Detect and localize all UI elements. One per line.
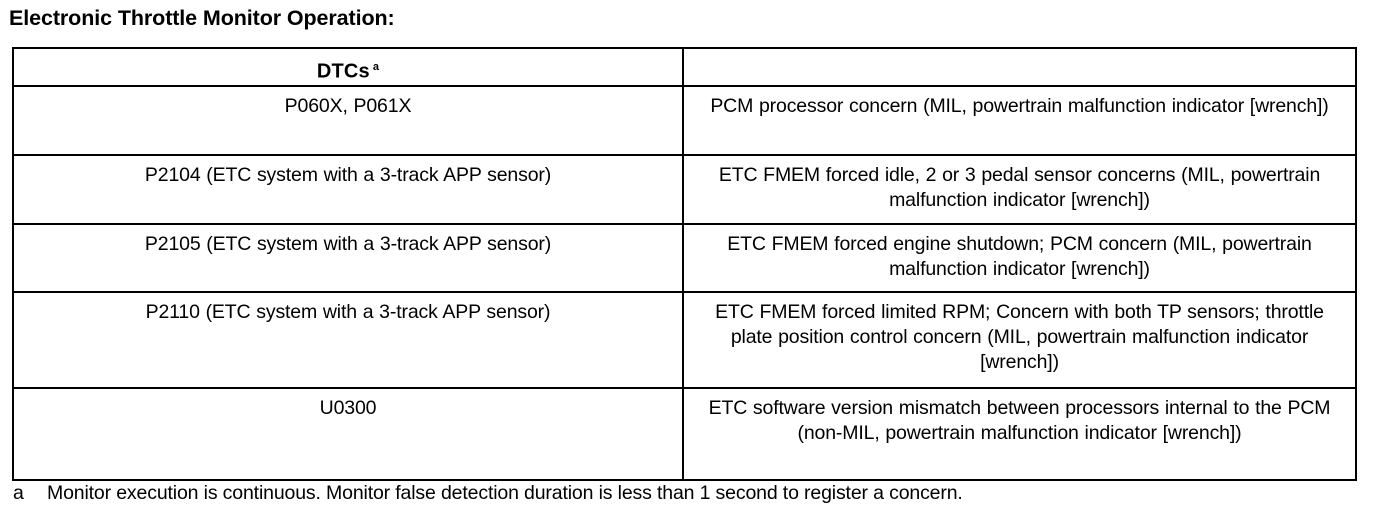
footnote-marker-superscript: a <box>372 61 380 73</box>
table-row: P2105 (ETC system with a 3-track APP sen… <box>12 222 1357 293</box>
dtc-code-text: P2110 (ETC system with a 3-track APP sen… <box>145 300 551 323</box>
dtc-description-text: ETC FMEM forced engine shutdown; PCM con… <box>727 232 1312 280</box>
dtc-description-text: ETC software version mismatch between pr… <box>708 396 1331 444</box>
dtc-code-text: P060X, P061X <box>284 94 412 117</box>
page-title: Electronic Throttle Monitor Operation: <box>9 6 395 30</box>
dtc-code-text: P2104 (ETC system with a 3-track APP sen… <box>144 163 552 186</box>
table-row: P2110 (ETC system with a 3-track APP sen… <box>12 290 1357 389</box>
table-row: P060X, P061X PCM processor concern (MIL,… <box>12 84 1357 156</box>
table-row: P2104 (ETC system with a 3-track APP sen… <box>12 153 1357 225</box>
dtc-description-text: ETC FMEM forced limited RPM; Concern wit… <box>715 300 1324 373</box>
cell-dtc: P2110 (ETC system with a 3-track APP sen… <box>12 290 684 389</box>
footnote-marker: a <box>13 482 24 504</box>
table-row: U0300 ETC software version mismatch betw… <box>12 386 1357 481</box>
cell-description: PCM processor concern (MIL, powertrain m… <box>682 84 1357 156</box>
cell-dtc: P060X, P061X <box>12 84 684 156</box>
cell-description: ETC FMEM forced engine shutdown; PCM con… <box>682 222 1357 293</box>
dtc-description-text: PCM processor concern (MIL, powertrain m… <box>710 94 1329 117</box>
cell-description: ETC software version mismatch between pr… <box>682 386 1357 481</box>
footnote-text: Monitor execution is continuous. Monitor… <box>47 482 963 504</box>
dtc-code-text: P2105 (ETC system with a 3-track APP sen… <box>144 232 552 255</box>
cell-dtc: P2105 (ETC system with a 3-track APP sen… <box>12 222 684 293</box>
cell-dtc: U0300 <box>12 386 684 481</box>
dtc-code-text: U0300 <box>319 396 377 419</box>
column-header-description-label <box>684 49 1355 55</box>
cell-dtc: P2104 (ETC system with a 3-track APP sen… <box>12 153 684 225</box>
column-header-dtcs-label: DTCs <box>316 60 370 83</box>
cell-description: ETC FMEM forced idle, 2 or 3 pedal senso… <box>682 153 1357 225</box>
footnote: a Monitor execution is continuous. Monito… <box>13 481 963 505</box>
dtc-description-text: ETC FMEM forced idle, 2 or 3 pedal senso… <box>718 163 1321 211</box>
column-header-description <box>682 47 1357 87</box>
cell-description: ETC FMEM forced limited RPM; Concern wit… <box>682 290 1357 389</box>
